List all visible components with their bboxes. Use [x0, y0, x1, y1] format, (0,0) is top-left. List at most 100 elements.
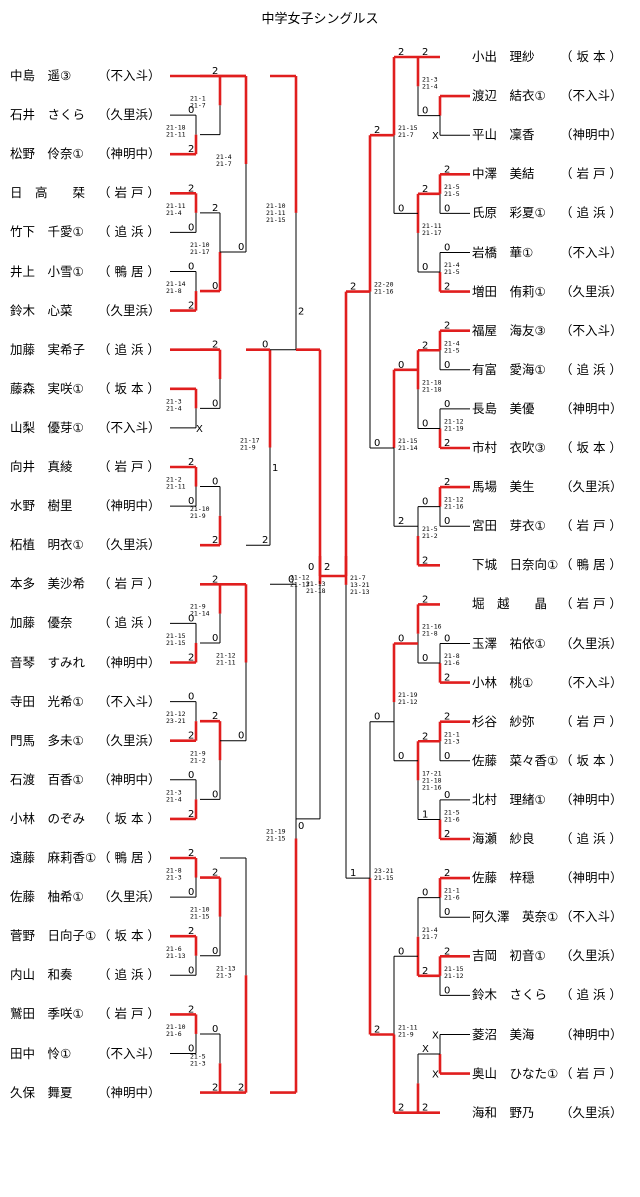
player-school: （不入斗） [560, 674, 623, 690]
match-score: 21-3 [190, 1059, 206, 1067]
match-score: 21-6 [444, 659, 460, 667]
game-score: 1 [272, 463, 278, 474]
match-score: 21-2 [166, 476, 182, 484]
right-player: 北村 理緒①（神明中） [472, 792, 623, 808]
player-school: （久里浜） [560, 948, 623, 964]
game-score: 0 [212, 789, 218, 800]
match-score: 21-19 [398, 691, 418, 699]
game-score: 2 [422, 340, 428, 351]
game-score: 2 [324, 562, 330, 573]
player-name: 増田 侑莉① [472, 283, 546, 299]
player-school: （ 坂 本 ） [560, 49, 622, 64]
match-score: 21-12 [444, 496, 464, 504]
game-score: 0 [398, 634, 404, 645]
player-name: 菱沼 美海 [472, 1026, 535, 1042]
player-name: 遠藤 麻莉香① [10, 850, 97, 865]
player-school: （不入斗） [560, 244, 623, 260]
left-player: 菅野 日向子①（ 坂 本 ） [10, 928, 160, 944]
left-player: 井上 小雪①（ 鴨 居 ） [10, 264, 160, 280]
match-score: 17-21 [422, 769, 442, 777]
player-school: （不入斗） [560, 88, 623, 104]
left-player: 小林 のぞみ（ 坂 本 ） [10, 811, 160, 827]
match-score: 21-16 [422, 623, 442, 631]
match-score: 21-9 [190, 603, 206, 611]
match-score: 21-16 [444, 503, 464, 511]
game-score: 0 [444, 634, 450, 645]
player-school: （ 追 浜 ） [98, 224, 160, 240]
match-score: 21-4 [166, 795, 182, 803]
game-score: 2 [188, 1004, 194, 1015]
player-school: （不入斗） [98, 693, 161, 709]
left-player: 佐藤 柚希①（久里浜） [10, 889, 161, 905]
game-score: 2 [444, 321, 450, 332]
right-player: 菱沼 美海（神明中） [472, 1027, 623, 1043]
player-name: 吉岡 初音① [472, 948, 546, 964]
player-school: （ 鴨 居 ） [98, 850, 160, 865]
game-score: 0 [444, 203, 450, 214]
right-player: 海和 野乃（久里浜） [472, 1105, 623, 1121]
player-school: （久里浜） [560, 283, 623, 299]
right-player: 市村 衣吹③（ 坂 本 ） [472, 440, 622, 456]
player-name: 向井 真綾 [10, 459, 73, 474]
match-score: 21-12 [166, 710, 186, 718]
walkover-mark: X [432, 1031, 439, 1042]
player-school: （ 岩 戸 ） [560, 518, 622, 534]
match-score: 21-12 [216, 652, 236, 660]
left-player: 本多 美沙希（ 岩 戸 ） [10, 576, 160, 592]
game-score: 2 [422, 731, 428, 742]
player-school: （久里浜） [560, 479, 623, 495]
match-score: 21-8 [166, 287, 182, 295]
game-score: 2 [444, 868, 450, 879]
game-score: 0 [374, 438, 380, 449]
match-score: 21-9 [398, 1031, 414, 1039]
player-school: （ 鴨 居 ） [98, 263, 160, 279]
right-player: 増田 侑莉① （久里浜） [472, 284, 623, 300]
game-score: 0 [398, 203, 404, 214]
player-name: 中島 遥③ [10, 68, 72, 83]
match-score: 21-14 [190, 610, 210, 618]
match-score: 21-16 [374, 288, 394, 296]
player-school: （ 追 浜 ） [98, 615, 160, 631]
player-name: 馬場 美生 [472, 479, 535, 495]
match-score: 21-15 [190, 913, 210, 921]
match-score: 21-4 [422, 926, 438, 934]
match-score: 21-7 [190, 101, 206, 109]
right-player: 長島 美優（神明中） [472, 401, 623, 417]
game-score: 0 [212, 1024, 218, 1035]
player-school: （ 坂 本 ） [560, 752, 622, 768]
player-name: 氏原 彩夏① [472, 205, 546, 221]
left-player: 松野 伶奈①（神明中） [10, 146, 161, 162]
game-score: 2 [374, 1025, 380, 1036]
player-school: （神明中） [560, 791, 623, 807]
game-score: 0 [212, 477, 218, 488]
match-score: 21-18 [422, 378, 442, 386]
player-name: 加藤 実希子 [10, 341, 86, 357]
game-score: 0 [444, 243, 450, 254]
player-name: 渡辺 結衣① [472, 88, 546, 104]
player-name: 佐藤 菜々香① [472, 752, 559, 768]
match-score: 21-3 [166, 788, 182, 796]
game-score: 0 [212, 281, 218, 292]
player-school: （久里浜） [98, 302, 161, 318]
player-school: （神明中） [560, 870, 623, 886]
player-name: 中澤 美結 [472, 166, 535, 182]
player-school: （ 坂 本 ） [560, 440, 622, 455]
game-score: 0 [422, 418, 428, 429]
game-score: 2 [212, 1083, 218, 1094]
match-score: 21-15 [398, 124, 418, 132]
match-score: 21-4 [422, 82, 438, 90]
player-school: （ 岩 戸 ） [560, 166, 622, 182]
game-score: 2 [212, 340, 218, 351]
player-school: （久里浜） [560, 1104, 623, 1120]
player-name: 有富 愛海① [472, 361, 546, 377]
match-score: 21-10 [190, 241, 210, 249]
game-score: 2 [188, 457, 194, 468]
game-score: 2 [398, 1103, 404, 1114]
game-score: 0 [444, 985, 450, 996]
game-score: 2 [212, 66, 218, 77]
player-school: （ 岩 戸 ） [98, 1006, 160, 1022]
player-school: （神明中） [98, 498, 161, 514]
player-name: 平山 凜香 [472, 127, 535, 143]
player-name: 海瀬 紗良 [472, 831, 535, 846]
match-score: 21-6 [444, 815, 460, 823]
